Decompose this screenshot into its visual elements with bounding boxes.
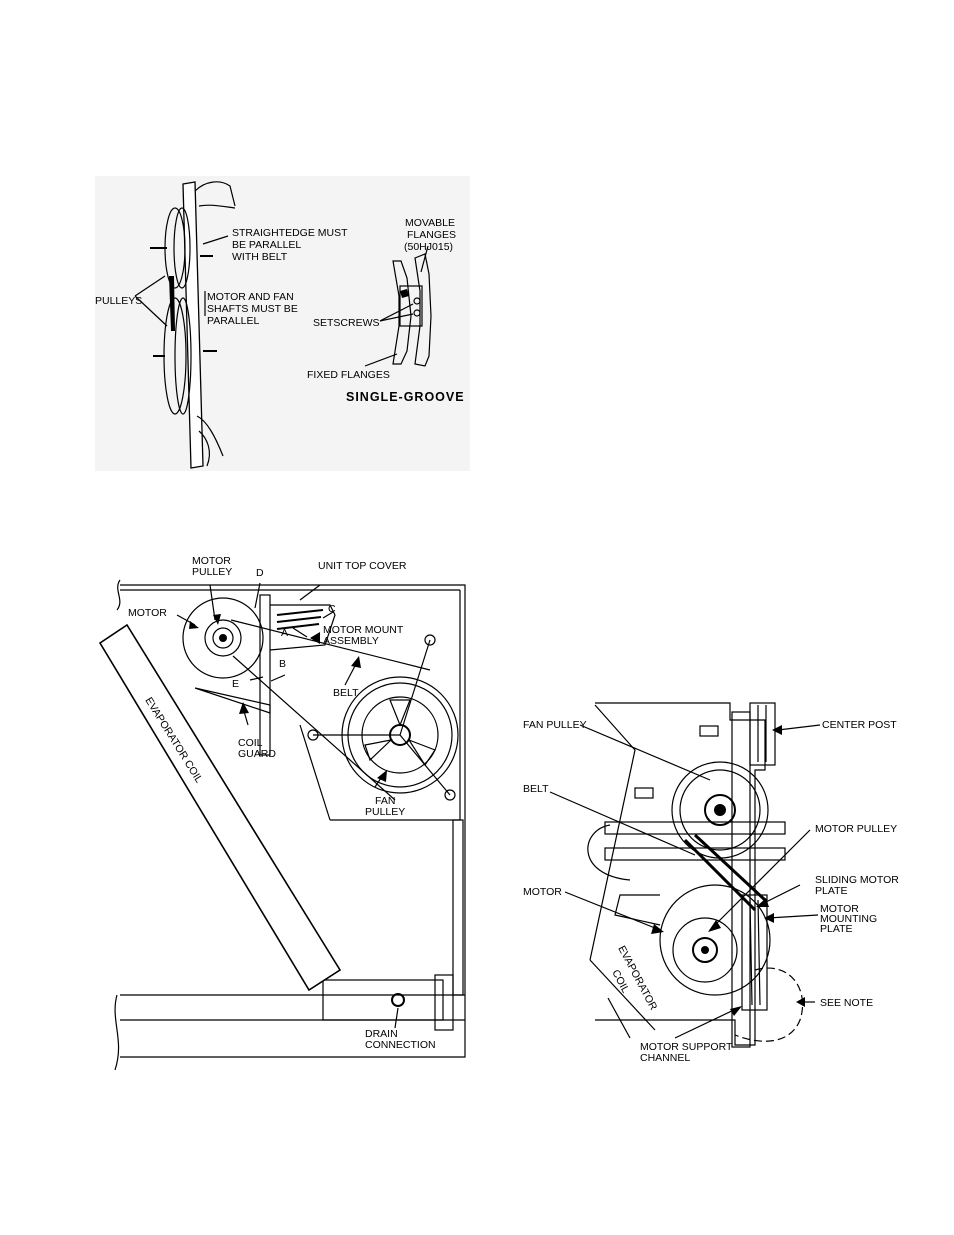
unit-top-cover-label: UNIT TOP COVER bbox=[318, 560, 407, 572]
see-note-callout bbox=[734, 967, 804, 1042]
lower-hand bbox=[196, 415, 224, 467]
center-post bbox=[731, 711, 751, 1048]
support-channel-label-2: CHANNEL bbox=[640, 1052, 690, 1064]
coil-guard bbox=[194, 687, 271, 714]
tube-upper bbox=[604, 821, 786, 835]
belt-drive-figure: MOTOR PULLEY D UNIT TOP COVER C MOTOR A … bbox=[95, 550, 475, 1071]
single-groove-label: SINGLE-GROOVE bbox=[346, 390, 465, 404]
fan-pulley-label-1: FAN bbox=[375, 795, 395, 807]
motor-mount-label-2: ASSEMBLY bbox=[323, 635, 379, 647]
point-d-label: D bbox=[256, 567, 264, 579]
pulley-alignment-labels: STRAIGHTEDGE MUST BE PARALLEL WITH BELT … bbox=[95, 217, 465, 404]
pulley-alignment-figure: STRAIGHTEDGE MUST BE PARALLEL WITH BELT … bbox=[95, 176, 470, 471]
belt-upper bbox=[230, 619, 431, 671]
motor-mounting-labels: FAN PULLEY CENTER POST BELT MOTOR PULLEY… bbox=[523, 719, 899, 1064]
fan-pulley-label: FAN PULLEY bbox=[523, 719, 587, 731]
pulleys-label: PULLEYS bbox=[95, 295, 142, 307]
motor-mounting-figure: FAN PULLEY CENTER POST BELT MOTOR PULLEY… bbox=[520, 700, 900, 1070]
movable-flange-outline bbox=[414, 253, 432, 367]
motor-label: MOTOR bbox=[128, 607, 167, 619]
setscrews-label: SETSCREWS bbox=[313, 317, 380, 329]
support-channel-label-1: MOTOR SUPPORT bbox=[640, 1041, 733, 1053]
belt-drive-labels: MOTOR PULLEY D UNIT TOP COVER C MOTOR A … bbox=[128, 555, 436, 1051]
movable-label-1: MOVABLE bbox=[405, 217, 455, 229]
see-note-label: SEE NOTE bbox=[820, 997, 873, 1009]
shafts-label-1: MOTOR AND FAN bbox=[207, 291, 294, 303]
belt bbox=[169, 276, 175, 331]
setscrew-lower bbox=[413, 309, 421, 317]
point-e-label: E bbox=[232, 678, 239, 690]
drain-pan bbox=[322, 979, 444, 1021]
upper-hand bbox=[194, 181, 236, 209]
straightedge-label-1: STRAIGHTEDGE MUST bbox=[232, 227, 348, 239]
setscrew-upper bbox=[413, 297, 421, 305]
straightedge-label-2: BE PARALLEL bbox=[232, 239, 301, 251]
motor-label: MOTOR bbox=[523, 886, 562, 898]
belt-label: BELT bbox=[333, 687, 359, 699]
belt-drive-drawing bbox=[98, 579, 466, 1071]
coil-guard-label-1: COIL bbox=[238, 737, 263, 749]
movable-label-3: (50HJ015) bbox=[404, 241, 453, 253]
figure-background bbox=[95, 176, 470, 471]
movable-label-2: FLANGES bbox=[407, 229, 456, 241]
motor-mount-plate bbox=[259, 594, 271, 756]
coil-guard-label-2: GUARD bbox=[238, 748, 276, 760]
motor-pulley bbox=[204, 619, 242, 657]
point-c-label: C bbox=[328, 603, 336, 615]
fixed-flanges-label: FIXED FLANGES bbox=[307, 369, 390, 381]
fan-pulley-label-2: PULLEY bbox=[365, 806, 405, 818]
motor-mounting-drawing bbox=[549, 702, 821, 1048]
evaporator-coil-label: EVAPORATOR COIL bbox=[142, 695, 205, 785]
straightedge bbox=[182, 181, 204, 469]
pulley-alignment-drawing bbox=[95, 176, 470, 471]
motor bbox=[659, 884, 771, 996]
motor-pulley bbox=[672, 917, 738, 983]
point-b-label: B bbox=[279, 658, 286, 670]
belt bbox=[683, 833, 767, 912]
mounting-plate-label-1: MOTOR bbox=[820, 903, 859, 915]
motor-pulley-label: MOTOR PULLEY bbox=[815, 823, 897, 835]
motor-pulley-label-2: PULLEY bbox=[192, 566, 232, 578]
evaporator-coil-edge bbox=[589, 959, 656, 1031]
drain-label-1: DRAIN bbox=[365, 1028, 398, 1040]
sliding-plate-label-1: SLIDING MOTOR bbox=[815, 874, 899, 886]
belt-label: BELT bbox=[523, 783, 549, 795]
motor-mounting-plate bbox=[741, 894, 768, 1011]
straightedge-label-3: WITH BELT bbox=[232, 251, 288, 263]
drain-label-2: CONNECTION bbox=[365, 1039, 436, 1051]
point-a-label: A bbox=[281, 627, 288, 639]
shafts-label-2: SHAFTS MUST BE bbox=[207, 303, 298, 315]
motor bbox=[182, 597, 264, 679]
cabinet-outline bbox=[120, 584, 466, 1058]
evaporator-coil bbox=[98, 623, 342, 992]
motor-pulley-label-1: MOTOR bbox=[192, 555, 231, 567]
shafts-label-3: PARALLEL bbox=[207, 315, 259, 327]
unit-frame bbox=[595, 702, 766, 1046]
mounting-plate-label-3: PLATE bbox=[820, 923, 852, 935]
mounting-plate-label-2: MOUNTING bbox=[820, 913, 877, 925]
motor-mount-label-1: MOTOR MOUNT bbox=[323, 624, 404, 636]
center-post-label: CENTER POST bbox=[822, 719, 897, 731]
sliding-plate-label-2: PLATE bbox=[815, 885, 847, 897]
drain-connection bbox=[391, 993, 405, 1007]
